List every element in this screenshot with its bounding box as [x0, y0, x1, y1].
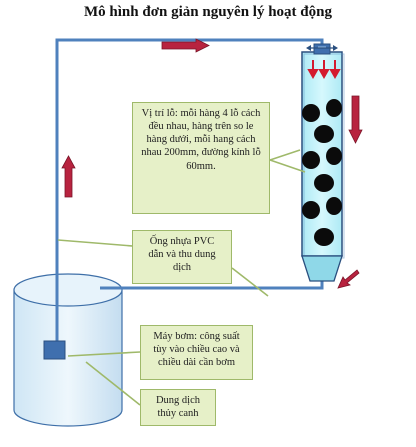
callout-pump: Máy bơm: công suất tùy vào chiều cao và …	[140, 325, 253, 380]
solution-tank	[13, 273, 123, 427]
hole	[314, 125, 334, 143]
callout-text: thủy canh	[157, 408, 199, 420]
callout-text: dẫn và thu dung	[148, 249, 216, 261]
callout-text: đều nhau, hàng trên so le	[148, 121, 254, 133]
callout-text: Máy bơm: công suất	[153, 331, 240, 342]
hole	[302, 104, 320, 122]
callout-text: chiều dài cần bơm	[158, 357, 235, 369]
flow-arrows	[61, 38, 363, 289]
diagram-title: Mô hình đơn giản nguyên lý hoạt động	[84, 4, 332, 20]
callout-text: Ống nhựa PVC	[149, 236, 215, 247]
flow-arrow-down	[348, 95, 363, 144]
callout-text: 60mm.	[186, 160, 216, 172]
hole	[326, 147, 342, 165]
callout-text: Dung dịch	[155, 395, 201, 406]
hole	[314, 228, 334, 246]
callout-text: tùy vào chiều cao và	[153, 344, 240, 356]
callout-text: nhau 200mm, đường kính lỗ	[141, 147, 261, 159]
callout-text: hàng dưới, mỗi hang cách	[146, 134, 256, 146]
hole	[326, 197, 342, 215]
drip-arrows	[307, 60, 341, 80]
callout-hole-position: Vị trí lỗ: mỗi hàng 4 lỗ cách đều nhau, …	[132, 102, 270, 214]
callout-solution: Dung dịch thủy canh	[140, 389, 216, 426]
pump	[43, 340, 66, 360]
flow-arrow-up	[61, 155, 76, 198]
hole	[302, 151, 320, 169]
callout-pvc-pipe: Ống nhựa PVC dẫn và thu dung dịch	[132, 230, 232, 284]
callout-text: dịch	[172, 262, 192, 274]
column-holes	[302, 99, 342, 246]
callout-text: Vị trí lỗ: mỗi hàng 4 lỗ cách	[141, 108, 261, 119]
hole	[314, 174, 334, 192]
flow-arrow-right	[161, 38, 210, 53]
flow-arrow-down-left	[337, 269, 360, 289]
hole	[302, 201, 320, 219]
hole	[326, 99, 342, 117]
